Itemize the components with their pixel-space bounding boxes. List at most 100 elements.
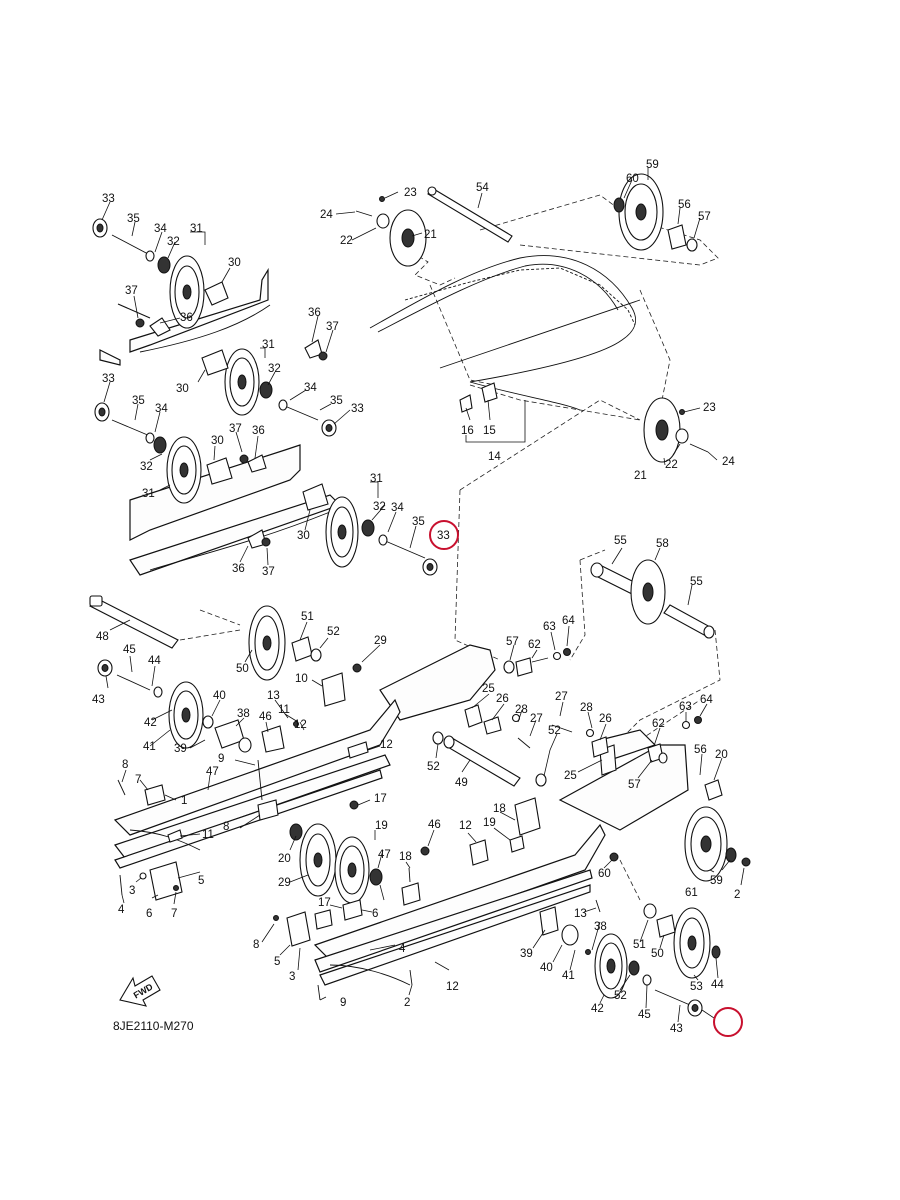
callout-15: 15 (483, 425, 496, 437)
callout-9: 8 (122, 759, 128, 771)
callout-32: 32 (373, 501, 386, 513)
callout-8: 11 (202, 829, 214, 841)
callout-54: 54 (476, 182, 489, 194)
callout-24: 24 (722, 456, 735, 468)
callout-37: 37 (262, 566, 275, 578)
right-slide-rail (313, 823, 606, 986)
callout-34: 34 (391, 502, 404, 514)
callout-55: 55 (614, 535, 627, 547)
callout-57: 57 (506, 636, 519, 648)
callout-57: 57 (628, 779, 641, 791)
callout-37: 37 (229, 423, 242, 435)
callout-60: 59 (710, 875, 723, 887)
callout-34: 34 (155, 403, 168, 415)
callout-51: 51 (301, 611, 314, 623)
callout-4: 6 (146, 908, 152, 920)
callout-10: 10 (295, 673, 308, 685)
callout-5: 3 (289, 971, 295, 983)
callout-35: 35 (412, 516, 425, 528)
callout-24: 24 (320, 209, 333, 221)
callout-49: 49 (455, 777, 468, 789)
callout-38: 39 (520, 948, 533, 960)
callout-36: 36 (252, 425, 265, 437)
callout-33: 33 (102, 193, 115, 205)
callout-62: 62 (528, 639, 541, 651)
callout-1: 47 (206, 766, 219, 778)
callout-59: 61 (685, 887, 698, 899)
callout-46: 12 (459, 820, 472, 832)
leader-lines (101, 168, 745, 1023)
callout-25: 25 (482, 683, 495, 695)
diagram-code: 8JE2110-M270 (113, 1019, 194, 1033)
callout-42: 42 (144, 717, 157, 729)
callout-41: 42 (591, 1003, 604, 1015)
callout-2: 12 (446, 981, 459, 993)
callout-11: 18 (493, 803, 506, 815)
callout-23: 23 (703, 402, 716, 414)
callout-60: 60 (626, 173, 639, 185)
callout-63: 63 (679, 701, 692, 713)
callout-31: 31 (262, 339, 275, 351)
callout-56: 56 (678, 199, 691, 211)
callout-39: 40 (540, 962, 553, 974)
callout-36: 36 (308, 307, 321, 319)
callout-20: 18 (399, 851, 412, 863)
callout-5: 3 (129, 885, 135, 897)
callout-61: 2 (734, 889, 740, 901)
callout-28: 28 (580, 702, 593, 714)
callout-8: 7 (135, 774, 141, 786)
callout-25: 25 (564, 770, 577, 782)
callout-36: 36 (180, 312, 193, 324)
callout-43: 43 (92, 694, 105, 706)
callout-13: 13 (267, 690, 280, 702)
callout-50: 53 (690, 981, 703, 993)
shafts (89, 186, 715, 787)
track-belt (369, 255, 641, 411)
callout-37: 37 (326, 321, 339, 333)
callout-46: 46 (259, 711, 272, 723)
callout-16: 16 (461, 425, 474, 437)
callout-6: 8 (253, 939, 259, 951)
callout-28: 28 (515, 704, 528, 716)
callout-64: 64 (700, 694, 713, 706)
callout-18: 29 (278, 877, 291, 889)
callout-52: 52 (427, 761, 440, 773)
callout-59: 59 (646, 159, 659, 171)
callout-3: 9 (340, 997, 346, 1009)
callout-30: 30 (176, 383, 189, 395)
callout-34: 34 (154, 223, 167, 235)
callout-51: 50 (651, 948, 664, 960)
callout-50: 50 (236, 663, 249, 675)
callout-30: 30 (228, 257, 241, 269)
callout-35: 35 (132, 395, 145, 407)
callout-3: 4 (118, 904, 125, 916)
callout-38: 38 (237, 708, 250, 720)
callout-52: 51 (633, 939, 646, 951)
callout-31: 31 (142, 488, 155, 500)
callout-11: 11 (278, 704, 290, 716)
callout-35: 35 (330, 395, 343, 407)
callout-42: 52 (614, 990, 627, 1002)
callout-45: 45 (123, 644, 136, 656)
callout-12: 12 (380, 739, 393, 751)
callout-33-highlighted: 33 (437, 530, 450, 542)
callout-47: 46 (428, 819, 441, 831)
callout-19: 47 (378, 849, 391, 861)
callout-40: 40 (213, 690, 226, 702)
callout-17: 8 (223, 821, 229, 833)
callout-33: 33 (102, 373, 115, 385)
callout-64: 64 (562, 615, 575, 627)
callout-12: 19 (483, 817, 496, 829)
callout-2: 5 (198, 875, 204, 887)
callout-6: 7 (171, 908, 177, 920)
callout-57: 57 (698, 211, 711, 223)
callout-33: 33 (351, 403, 364, 415)
callout-27: 27 (555, 691, 568, 703)
callout-44: 45 (638, 1009, 651, 1021)
part-number-callouts: 33 35 34 32 31 30 37 36 36 37 31 32 30 3… (92, 159, 740, 1035)
callout-27: 27 (530, 713, 543, 725)
callout-22: 22 (340, 235, 353, 247)
callout-29: 29 (374, 635, 387, 647)
callout-32: 32 (268, 363, 281, 375)
